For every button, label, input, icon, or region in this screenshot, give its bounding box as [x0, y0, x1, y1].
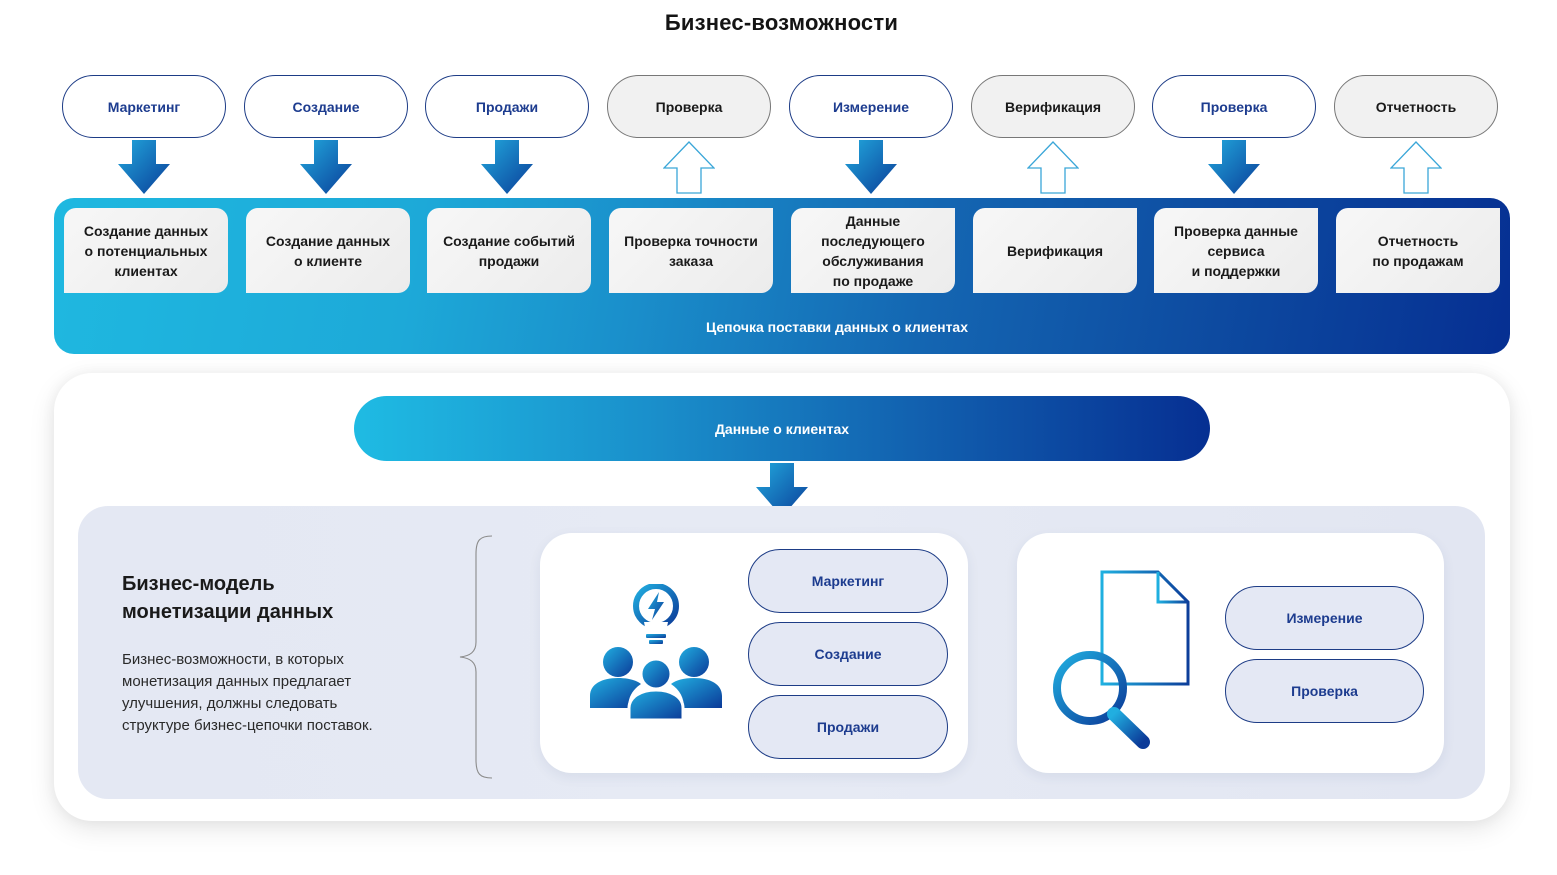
- customer-data-bar: Данные о клиентах: [354, 396, 1210, 461]
- chain-card: Создание данных о потенциальных клиентах: [64, 208, 228, 293]
- model-description: Бизнес-возможности, в которых монетизаци…: [122, 651, 373, 734]
- capability-pill: Измерение: [789, 75, 953, 138]
- capability-pill: Маркетинг: [62, 75, 226, 138]
- chain-card: Создание данных о клиенте: [246, 208, 410, 293]
- chain-card: Верификация: [973, 208, 1137, 293]
- capability-pill: Проверка: [1152, 75, 1316, 138]
- arrow-up-outline-icon: [1027, 141, 1079, 194]
- arrow-down-icon: [756, 463, 808, 517]
- arrow-down-icon: [845, 140, 897, 194]
- chain-label: Цепочка поставки данных о клиентах: [705, 319, 969, 335]
- chain-card: Данные последующего обслуживания по прод…: [791, 208, 955, 293]
- marketing-panel-pill: Продажи: [748, 695, 948, 759]
- measurement-panel-pill: Измерение: [1225, 586, 1424, 650]
- chain-card: Проверка точности заказа: [609, 208, 773, 293]
- capability-pill: Продажи: [425, 75, 589, 138]
- capability-pill: Верификация: [971, 75, 1135, 138]
- arrow-down-icon: [1208, 140, 1260, 194]
- capability-pill: Создание: [244, 75, 408, 138]
- chain-card: Проверка данные сервиса и поддержки: [1154, 208, 1318, 293]
- arrow-down-icon: [481, 140, 533, 194]
- people-lightbulb-icon: [590, 584, 722, 722]
- capability-pill: Проверка: [607, 75, 771, 138]
- chain-card: Создание событий продажи: [427, 208, 591, 293]
- chain-card: Отчетность по продажам: [1336, 208, 1500, 293]
- marketing-panel-pill: Маркетинг: [748, 549, 948, 613]
- arrow-down-icon: [300, 140, 352, 194]
- arrow-up-outline-icon: [1390, 141, 1442, 194]
- arrow-up-outline-icon: [663, 141, 715, 194]
- document-magnifier-icon: [1053, 570, 1190, 749]
- arrow-down-icon: [118, 140, 170, 194]
- marketing-panel-pill: Создание: [748, 622, 948, 686]
- model-title: Бизнес-модель монетизации данных: [122, 573, 334, 623]
- capability-pill: Отчетность: [1334, 75, 1498, 138]
- measurement-panel-pill: Проверка: [1225, 659, 1424, 723]
- page-title: Бизнес-возможности: [664, 10, 899, 35]
- customer-data-label: Данные о клиентах: [714, 420, 850, 437]
- curly-brace-icon: [459, 535, 493, 779]
